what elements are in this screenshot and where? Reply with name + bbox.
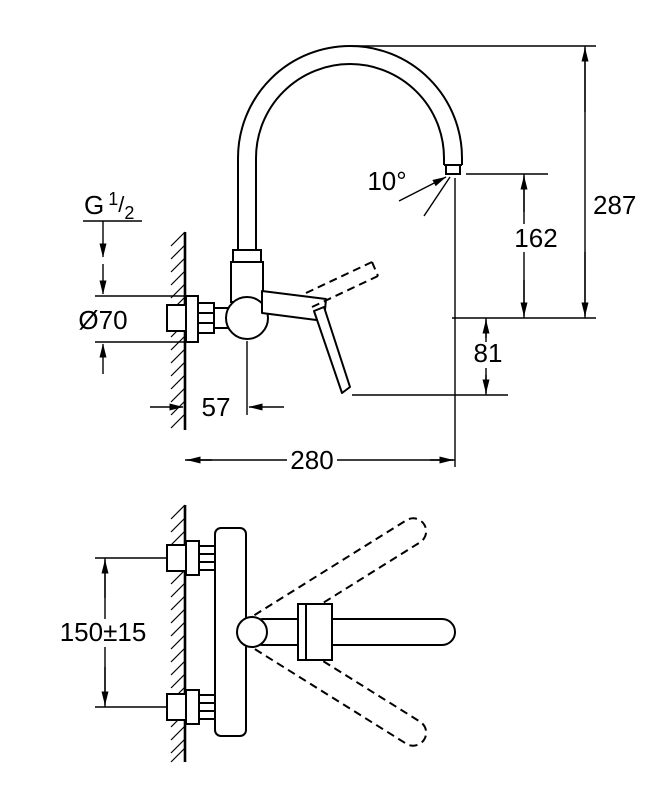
spout-top-view: [249, 618, 456, 646]
inlet-top: [166, 540, 216, 576]
spout-reach-label: 280: [290, 445, 333, 475]
total-height-label: 287: [593, 190, 636, 220]
lever-top-view: [297, 603, 333, 661]
lever-handle: [313, 306, 351, 394]
inlet-union: [166, 304, 187, 332]
union-nut: [197, 302, 215, 334]
swivel-joint-cap: [236, 616, 268, 648]
lever-raised-phantom: [305, 261, 379, 308]
riser-collar: [232, 249, 262, 263]
spray-angle-label: 10°: [367, 166, 406, 196]
plan-view: 150±15: [56, 504, 456, 763]
outlet-height-label: 162: [514, 223, 557, 253]
wall-to-axis-label: 57: [202, 392, 231, 422]
escutcheon-flange: [185, 295, 199, 343]
spout-arc-inner: [255, 63, 445, 159]
ball-joint: [225, 296, 269, 340]
plan-wall-hatching: [170, 504, 186, 763]
lever-drop-label: 81: [474, 338, 503, 368]
faucet-side-outline: [166, 45, 463, 394]
escutcheon-diameter-label: Ø70: [78, 305, 127, 335]
spout-aerator: [445, 164, 461, 175]
wall-hatching: [170, 231, 186, 429]
inlet-spacing-label: 150±15: [60, 617, 147, 647]
inlet-bottom: [166, 689, 216, 725]
plan-view-dimensions: 150±15: [56, 557, 166, 708]
plan-wall-section: [170, 504, 187, 763]
spout-arc-outer: [237, 45, 463, 159]
